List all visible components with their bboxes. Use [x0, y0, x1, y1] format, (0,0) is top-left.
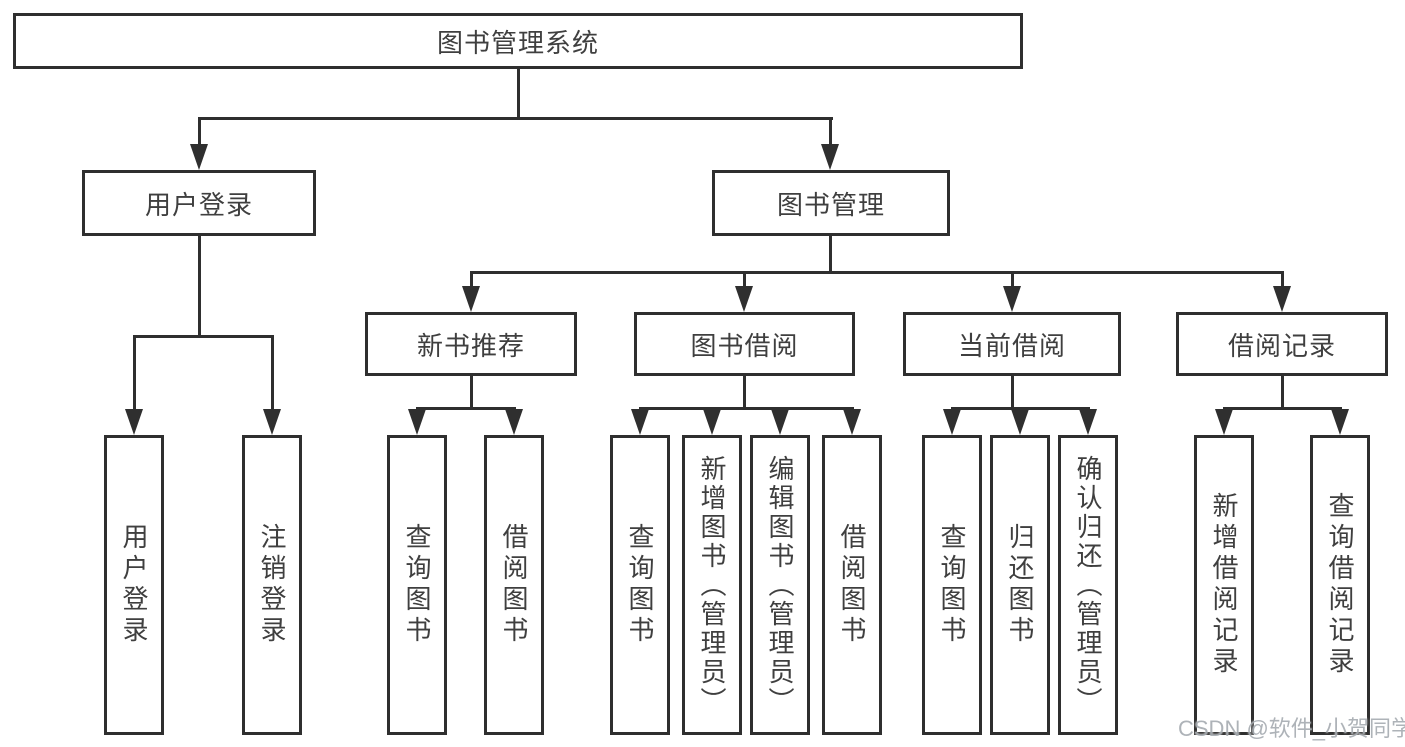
arrowhead-down — [943, 409, 961, 435]
node-user-login: 用户登录 — [82, 170, 316, 236]
connector-stem — [133, 335, 136, 412]
connector-top-split — [198, 117, 833, 120]
arrowhead-down — [408, 409, 426, 435]
connector-stem — [1011, 271, 1014, 289]
arrowhead-down — [771, 409, 789, 435]
connector-mid-split — [470, 271, 1284, 274]
arrowhead-down — [1003, 286, 1021, 312]
connector-split — [951, 407, 1090, 410]
leaf-label: 归还图书 — [1005, 523, 1035, 647]
arrowhead-down — [821, 144, 839, 170]
arrowhead-down — [1011, 409, 1029, 435]
arrowhead-down — [505, 409, 523, 435]
connector-stem — [1281, 271, 1284, 289]
leaf-label: 新增图书（管理员） — [697, 454, 727, 716]
connector-stem — [470, 374, 473, 410]
leaf-user-login: 用户登录 — [104, 435, 164, 735]
leaf-query-books-borrowing: 查询图书 — [610, 435, 670, 735]
leaf-label: 查询图书 — [625, 523, 655, 647]
leaf-edit-book-admin: 编辑图书（管理员） — [750, 435, 810, 735]
node-current-borrowing: 当前借阅 — [903, 312, 1121, 376]
leaf-label: 借阅图书 — [499, 523, 529, 647]
arrowhead-down — [190, 144, 208, 170]
connector-root-stem — [517, 68, 520, 120]
connector-stem — [829, 234, 832, 274]
connector-stem — [743, 271, 746, 289]
connector-split — [1223, 407, 1342, 410]
leaf-label: 借阅图书 — [837, 523, 867, 647]
connector-stem — [198, 234, 201, 338]
leaf-return-book: 归还图书 — [990, 435, 1050, 735]
connector-stem — [1281, 374, 1284, 410]
leaf-label: 注销登录 — [257, 523, 287, 647]
leaf-borrow-books-borrowing: 借阅图书 — [822, 435, 882, 735]
arrowhead-down — [1331, 409, 1349, 435]
connector-stem — [271, 335, 274, 412]
leaf-add-book-admin: 新增图书（管理员） — [682, 435, 742, 735]
arrowhead-down — [631, 409, 649, 435]
watermark: CSDN @软件_小贺同学 — [1178, 716, 1405, 741]
connector-stem — [198, 117, 201, 146]
arrowhead-down — [1079, 409, 1097, 435]
leaf-confirm-return-admin: 确认归还（管理员） — [1058, 435, 1118, 735]
connector-stem — [829, 117, 832, 146]
node-label: 用户登录 — [144, 189, 253, 220]
arrowhead-down — [263, 409, 281, 435]
arrowhead-down — [125, 409, 143, 435]
leaf-label: 用户登录 — [119, 523, 149, 647]
node-book-borrowing: 图书借阅 — [634, 312, 855, 376]
node-label: 图书管理 — [776, 189, 885, 220]
connector-split — [133, 335, 274, 338]
node-borrowing-records: 借阅记录 — [1176, 312, 1388, 376]
leaf-label: 查询图书 — [402, 523, 432, 647]
arrowhead-down — [1215, 409, 1233, 435]
leaf-label: 新增借阅记录 — [1209, 492, 1239, 678]
leaf-label: 查询借阅记录 — [1325, 492, 1355, 678]
leaf-label: 查询图书 — [937, 523, 967, 647]
connector-split — [416, 407, 516, 410]
leaf-query-books-recommend: 查询图书 — [387, 435, 447, 735]
arrowhead-down — [703, 409, 721, 435]
node-label: 图书管理系统 — [436, 27, 599, 58]
leaf-label: 确认归还（管理员） — [1073, 454, 1103, 716]
arrowhead-down — [843, 409, 861, 435]
arrowhead-down — [735, 286, 753, 312]
node-library-management-system: 图书管理系统 — [13, 13, 1023, 69]
node-label: 新书推荐 — [416, 330, 525, 361]
leaf-add-borrow-record: 新增借阅记录 — [1194, 435, 1254, 735]
node-book-management: 图书管理 — [712, 170, 950, 236]
connector-stem — [743, 374, 746, 410]
leaf-borrow-books-recommend: 借阅图书 — [484, 435, 544, 735]
leaf-logout: 注销登录 — [242, 435, 302, 735]
leaf-query-borrow-record: 查询借阅记录 — [1310, 435, 1370, 735]
node-new-book-recommend: 新书推荐 — [365, 312, 577, 376]
node-label: 图书借阅 — [690, 330, 799, 361]
leaf-label: 编辑图书（管理员） — [765, 454, 795, 716]
arrowhead-down — [1273, 286, 1291, 312]
connector-stem — [1011, 374, 1014, 410]
leaf-query-books-current: 查询图书 — [922, 435, 982, 735]
arrowhead-down — [462, 286, 480, 312]
node-label: 借阅记录 — [1227, 330, 1336, 361]
connector-stem — [470, 271, 473, 289]
connector-split — [639, 407, 854, 410]
node-label: 当前借阅 — [957, 330, 1066, 361]
